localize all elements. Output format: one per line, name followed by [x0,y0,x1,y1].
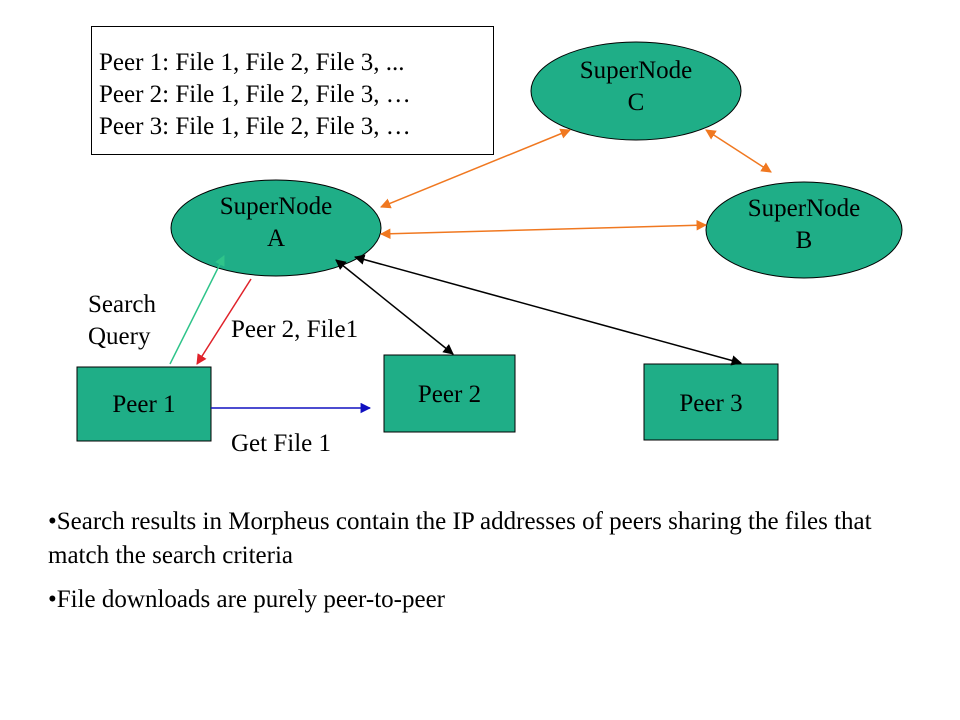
search-query-label-line2: Query [88,323,151,350]
supernode-a-label-line1: SuperNode [219,193,333,220]
response-label: Peer 2, File1 [231,316,359,343]
peer-1-label: Peer 1 [112,391,176,418]
peer-2-box [383,354,516,433]
bullet-item-1: •Search results in Morpheus contain the … [48,508,872,569]
index-line-peer1: Peer 1: File 1, File 2, File 3, ... [99,49,405,76]
arrow-search-query [169,255,225,365]
peer-2-label: Peer 2 [417,381,482,408]
bullet-item-2: •File downloads are purely peer-to-peer [48,586,445,613]
supernode-c-label-line2: C [627,89,645,116]
supernode-c-label: SuperNode C [536,55,736,119]
arrow-search-response [196,278,252,365]
supernode-b-label: SuperNode B [704,193,904,257]
arrow-a-to-peer3 [353,254,743,366]
peer-3-box [643,363,779,441]
arrow-a-to-b [379,220,708,239]
peer-1-box [76,366,212,442]
bullet-list: •Search results in Morpheus contain the … [48,505,918,627]
supernode-a-label: SuperNode A [176,191,376,255]
get-file-label: Get File 1 [231,430,331,457]
peer-3-label: Peer 3 [679,390,743,417]
arrow-a-to-c [380,128,571,209]
search-query-label: Search Query [88,289,156,353]
supernode-c [530,41,742,141]
supernode-b-label-line2: B [795,227,813,254]
search-query-label-line1: Search [88,291,157,318]
arrow-c-to-b [705,129,772,173]
supernode-a-label-line2: A [266,225,286,252]
index-line-peer3: Peer 3: File 1, File 2, File 3, … [99,113,411,140]
index-line-peer2: Peer 2: File 1, File 2, File 3, … [99,81,411,108]
supernode-b-label-line1: SuperNode [747,195,861,222]
file-index-box: Peer 1: File 1, File 2, File 3, ... Peer… [91,26,494,155]
supernode-c-label-line1: SuperNode [579,57,693,84]
